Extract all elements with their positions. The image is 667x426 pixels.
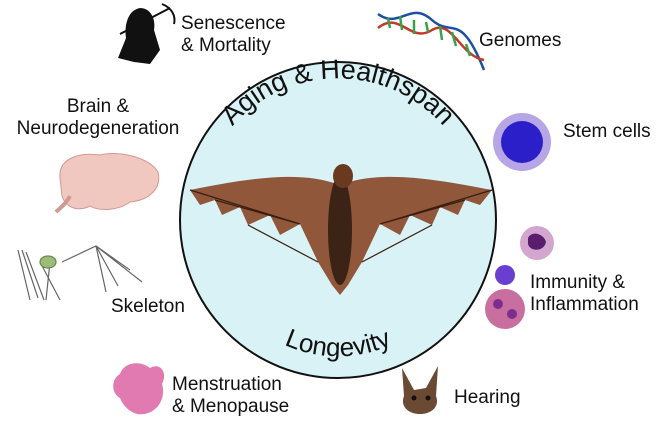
uterus-icon [113, 363, 165, 415]
senescence-mortality-label: Senescence & Mortality [181, 13, 286, 57]
senescence-label-line1: Senescence [181, 13, 286, 34]
immunity-label-line1: Immunity & [530, 272, 626, 293]
bat-skeleton-icon [17, 245, 143, 301]
grim-reaper-icon [118, 3, 176, 64]
menstruation-menopause-label: Menstruation & Menopause [172, 374, 289, 418]
senescence-label-line2: & Mortality [181, 35, 271, 56]
menstruation-label-line2: & Menopause [172, 396, 290, 417]
flying-fox-bat-icon [189, 164, 493, 295]
stem-cells-label-text: Stem cells [563, 121, 651, 142]
hearing-label: Hearing [454, 387, 521, 409]
hearing-label-text: Hearing [454, 387, 521, 408]
genomes-label: Genomes [479, 30, 561, 52]
immunity-inflammation-label: Immunity & Inflammation [530, 272, 639, 316]
genomes-label-text: Genomes [479, 30, 562, 51]
immunity-label-line2: Inflammation [530, 294, 639, 315]
skeleton-label-text: Skeleton [111, 296, 185, 317]
stem-cell-icon [493, 113, 551, 171]
immune-cells-icon [485, 226, 554, 329]
dna-helix-icon [377, 11, 486, 71]
stem-cells-label: Stem cells [563, 121, 651, 143]
menstruation-label-line1: Menstruation [172, 374, 282, 395]
brain-label-line1: Brain & [66, 96, 130, 117]
skeleton-label: Skeleton [111, 296, 185, 318]
bat-head-icon [402, 366, 438, 414]
brain-label-line2: Neurodegeneration [16, 118, 180, 139]
brain-icon [54, 153, 160, 214]
brain-neurodegeneration-label: Brain & Neurodegeneration [0, 96, 196, 140]
